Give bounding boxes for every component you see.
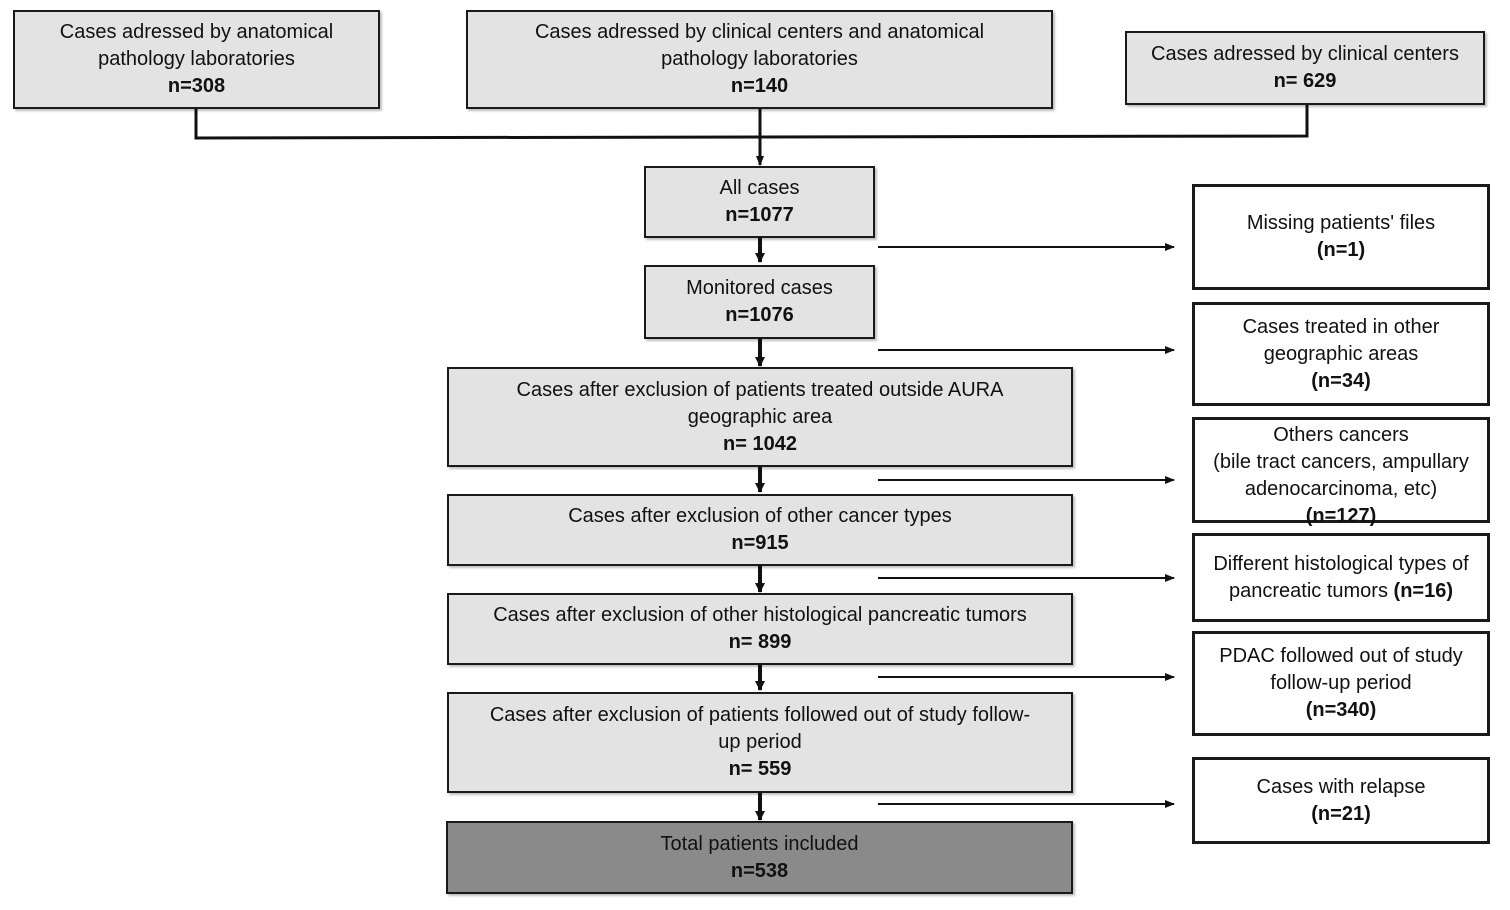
flow-label: Monitored cases bbox=[686, 277, 833, 299]
source-label: Cases adressed by anatomical bbox=[59, 21, 334, 43]
flow-box-excluding-other-cancers: Cases after exclusion of other cancer ty… bbox=[447, 494, 1073, 566]
flow-label: Cases after exclusion of patients follow… bbox=[489, 704, 1031, 726]
exclusion-label: pancreatic tumors bbox=[1229, 579, 1388, 602]
exclusion-count: (n=16) bbox=[1393, 579, 1453, 602]
source-label: Cases adressed by clinical centers and a… bbox=[534, 21, 985, 43]
exclusion-label: Missing patients' files bbox=[1246, 212, 1436, 234]
flow-label: Total patients included bbox=[660, 832, 859, 855]
source-label: Cases adressed by clinical centers bbox=[1151, 43, 1459, 65]
exclusion-box-missing-files: Missing patients' files (n=1) bbox=[1192, 184, 1490, 290]
exclusion-label: Cases with relapse bbox=[1256, 775, 1426, 798]
flow-count: n=1077 bbox=[725, 204, 794, 226]
source-label: pathology laboratories bbox=[98, 48, 295, 70]
flow-count: n= 559 bbox=[728, 758, 792, 780]
flow-label: Cases after exclusion of other cancer ty… bbox=[568, 505, 952, 527]
exclusion-label: (bile tract cancers, ampullary bbox=[1213, 451, 1469, 473]
flow-box-excluding-out-of-followup: Cases after exclusion of patients follow… bbox=[447, 692, 1073, 793]
exclusion-arrows bbox=[878, 243, 1175, 808]
flow-box-total-included: Total patients included n=538 bbox=[446, 821, 1073, 894]
flow-label: up period bbox=[718, 731, 802, 753]
source-count: n= 629 bbox=[1273, 70, 1337, 92]
exclusion-count: (n=34) bbox=[1311, 369, 1371, 392]
exclusion-box-relapse: Cases with relapse (n=21) bbox=[1192, 757, 1490, 844]
source-box-pathology-labs: Cases adressed by anatomical pathology l… bbox=[13, 10, 380, 109]
flow-label: Cases after exclusion of patients treate… bbox=[516, 378, 1004, 401]
flow-label: geographic area bbox=[687, 405, 833, 428]
flow-label: Cases after exclusion of other histologi… bbox=[493, 604, 1027, 626]
flow-box-monitored-cases: Monitored cases n=1076 bbox=[644, 265, 875, 339]
flow-count: n=1076 bbox=[725, 304, 794, 326]
flow-box-excluding-other-histology: Cases after exclusion of other histologi… bbox=[447, 593, 1073, 665]
exclusion-count: (n=1) bbox=[1316, 239, 1366, 261]
flow-count: n=538 bbox=[730, 859, 789, 882]
flow-count: n= 1042 bbox=[723, 432, 797, 455]
exclusion-label: PDAC followed out of study bbox=[1219, 645, 1463, 667]
merge-connector bbox=[194, 104, 1309, 166]
flow-box-excluding-outside-aura: Cases after exclusion of patients treate… bbox=[447, 367, 1073, 467]
exclusion-count: (n=340) bbox=[1305, 699, 1377, 721]
exclusion-label: Cases treated in other bbox=[1242, 315, 1440, 338]
exclusion-box-out-of-followup: PDAC followed out of study follow-up per… bbox=[1192, 631, 1490, 736]
exclusion-label: follow-up period bbox=[1270, 672, 1412, 694]
exclusion-label: adenocarcinoma, etc) bbox=[1244, 478, 1438, 500]
source-box-clinical-centers: Cases adressed by clinical centers n= 62… bbox=[1125, 31, 1485, 105]
exclusion-box-other-areas: Cases treated in other geographic areas … bbox=[1192, 302, 1490, 406]
source-count: n=140 bbox=[730, 75, 789, 97]
exclusion-count: (n=21) bbox=[1311, 802, 1371, 825]
exclusion-label: geographic areas bbox=[1263, 342, 1419, 365]
flow-label: All cases bbox=[719, 177, 800, 199]
flow-count: n=915 bbox=[731, 532, 789, 554]
exclusion-label: Different histological types of bbox=[1213, 552, 1469, 575]
source-label: pathology laboratories bbox=[661, 48, 858, 70]
exclusion-line: pancreatic tumors (n=16) bbox=[1229, 578, 1453, 605]
exclusion-count: (n=127) bbox=[1305, 505, 1377, 527]
exclusion-label: Others cancers bbox=[1273, 424, 1409, 446]
flow-count: n= 899 bbox=[728, 631, 792, 653]
exclusion-box-other-cancers: Others cancers (bile tract cancers, ampu… bbox=[1192, 417, 1490, 527]
exclusion-box-histological-types: Different histological types of pancreat… bbox=[1192, 533, 1490, 622]
source-box-clinical-and-pathology: Cases adressed by clinical centers and a… bbox=[466, 10, 1053, 109]
source-count: n=308 bbox=[167, 75, 226, 97]
flow-box-all-cases: All cases n=1077 bbox=[644, 166, 875, 238]
